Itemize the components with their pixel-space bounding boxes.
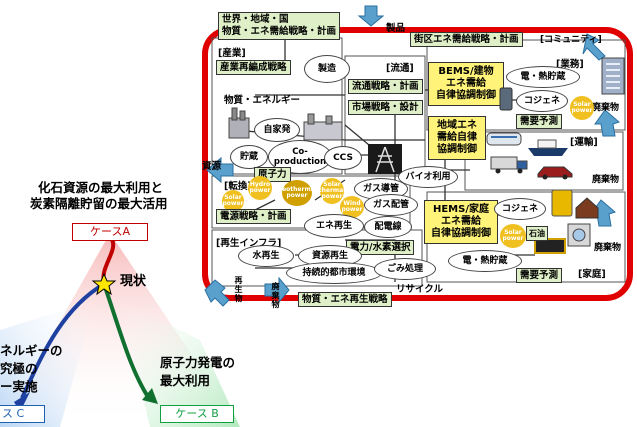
office-building-icon — [601, 57, 625, 95]
business-demand-box: 需要予測 — [516, 114, 563, 129]
bems-line2: エネ需給 — [446, 78, 486, 89]
oil-tank-label: 石油 — [526, 226, 548, 241]
scenario-triangle — [0, 233, 240, 427]
case-a-box: ケースA — [72, 223, 148, 241]
transmission-tower-icon — [368, 144, 402, 174]
waste-processing-oval: ごみ処理 — [374, 258, 436, 280]
region-control-box: 地域エネ 需給自律 協調制御 — [428, 116, 486, 160]
left-text-3: ー実施 — [0, 379, 38, 394]
resource-label: 資源 — [202, 161, 222, 172]
hems-line2: エネ需給 — [441, 216, 481, 227]
infra-header: [再生インフラ] — [216, 238, 282, 249]
energy-recycle-oval: エネ再生 — [304, 214, 364, 238]
left-title-1: 化石資源の最大利用と — [38, 180, 164, 195]
infra-waste-vertical-label: 廃棄物 — [271, 282, 280, 309]
right-text-2: 最大利用 — [160, 373, 211, 388]
region-line1: 地域エネ — [437, 120, 477, 131]
water-recycle-oval: 水再生 — [238, 245, 294, 267]
business-heat-power-oval: 電・熱貯蔵 — [506, 66, 580, 88]
left-text-1: ネルギーの — [0, 343, 63, 358]
industry-restructure-box: 産業再編成戦略 — [216, 60, 291, 75]
hems-line3: 自律協調制御 — [431, 228, 491, 239]
geothermal-icon: Geothermal power — [277, 180, 317, 206]
home-cogen-oval: コジェネ — [494, 198, 546, 220]
current-label: 現状 — [120, 274, 147, 289]
material-energy-label: 物質・エネルギー — [224, 95, 301, 106]
distribution-line-oval: 配電線 — [364, 216, 412, 238]
truck-icon — [490, 156, 528, 174]
bio-use-oval: バイオ利用 — [398, 166, 458, 188]
recycled-vertical-label: 再生物 — [234, 276, 243, 303]
home-header: [家庭] — [578, 269, 606, 280]
appliance-icon — [567, 223, 591, 247]
conversion-header: [転換] — [224, 181, 252, 192]
storage-oval: 貯蔵 — [230, 145, 268, 169]
region-line3: 協調制御 — [437, 144, 477, 155]
fuel-cell-icon — [551, 189, 573, 217]
train-icon — [486, 132, 522, 146]
hems-box: HEMS/家庭 エネ需給 自律協調制御 — [424, 200, 498, 244]
home-demand-box: 需要予測 — [516, 268, 563, 283]
power-plant-icon — [228, 107, 250, 139]
business-tank-icon — [499, 87, 513, 111]
district-strategy-box: 街区エネ需給戦略・計画 — [410, 32, 523, 47]
case-b-box: ケース B — [160, 405, 234, 423]
world-strategy-box: 世界・地域・国 物質・エネ需給戦略・計画 — [218, 12, 341, 40]
hydro-icon: Hydro power — [248, 176, 272, 200]
community-label: [コミュニティ] — [540, 35, 602, 45]
distribution-strategy-box: 流通戦略・計画 — [348, 79, 423, 94]
power-hydrogen-box: 電力/水素選択 — [346, 240, 415, 255]
world-label: 世界・地域・国 — [222, 14, 289, 25]
power-strategy-box: 電源戦略・計画 — [216, 209, 291, 224]
product-label: 製品 — [386, 23, 406, 34]
world-strategy-label: 物質・エネ需給戦略・計画 — [222, 26, 337, 37]
business-cogen-oval: コジェネ — [516, 90, 568, 112]
bems-line1: BEMS/建物 — [438, 66, 494, 77]
bems-box: BEMS/建物 エネ需給 自律協調制御 — [428, 62, 504, 106]
house-icon — [575, 197, 599, 219]
business-waste-label: 廃棄物 — [592, 103, 620, 113]
factory-icon — [303, 113, 343, 141]
business-header: [業務] — [556, 59, 584, 70]
transport-waste-label: 廃棄物 — [592, 175, 620, 185]
industry-header: [産業] — [218, 48, 246, 59]
wind-icon: Wind power — [340, 196, 364, 218]
bems-line3: 自律協調制御 — [436, 90, 496, 101]
tv-icon — [534, 238, 566, 254]
conversion-solar-icon: Solar power — [222, 190, 244, 212]
material-recycle-strategy-box: 物質・エネ再生戦略 — [298, 292, 392, 307]
ship-icon — [528, 139, 568, 156]
business-solar-icon: Solar power — [570, 96, 594, 120]
self-gen-oval: 自家発 — [254, 118, 300, 142]
market-strategy-box: 市場戦略・設計 — [348, 100, 423, 115]
distribution-header: [流通] — [386, 63, 414, 74]
gas-pipe-oval: ガス配管 — [364, 194, 418, 216]
transport-header: [運輸] — [570, 137, 598, 148]
case-c-box: ス C — [0, 405, 45, 423]
home-solar-icon: Solar power — [500, 224, 526, 248]
sustainable-city-oval: 持続的都市環境 — [286, 262, 382, 284]
recycle-label: リサイクル — [396, 284, 444, 295]
right-text-1: 原子力発電の — [160, 355, 236, 370]
ccs-oval: CCS — [324, 146, 362, 170]
current-star-icon — [91, 272, 117, 296]
car-icon — [537, 166, 573, 180]
home-waste-label: 廃棄物 — [594, 243, 622, 253]
hems-line1: HEMS/家庭 — [432, 204, 489, 215]
home-heat-power-oval: 電・熱貯蔵 — [448, 250, 522, 272]
manufacture-oval: 製造 — [304, 55, 350, 83]
left-title-2: 炭素隔離貯留の最大活用 — [30, 196, 168, 211]
region-line2: 需給自律 — [437, 132, 477, 143]
solar-thermal-icon: Solar thermal power — [319, 178, 345, 204]
left-text-2: 究極の — [0, 361, 38, 376]
